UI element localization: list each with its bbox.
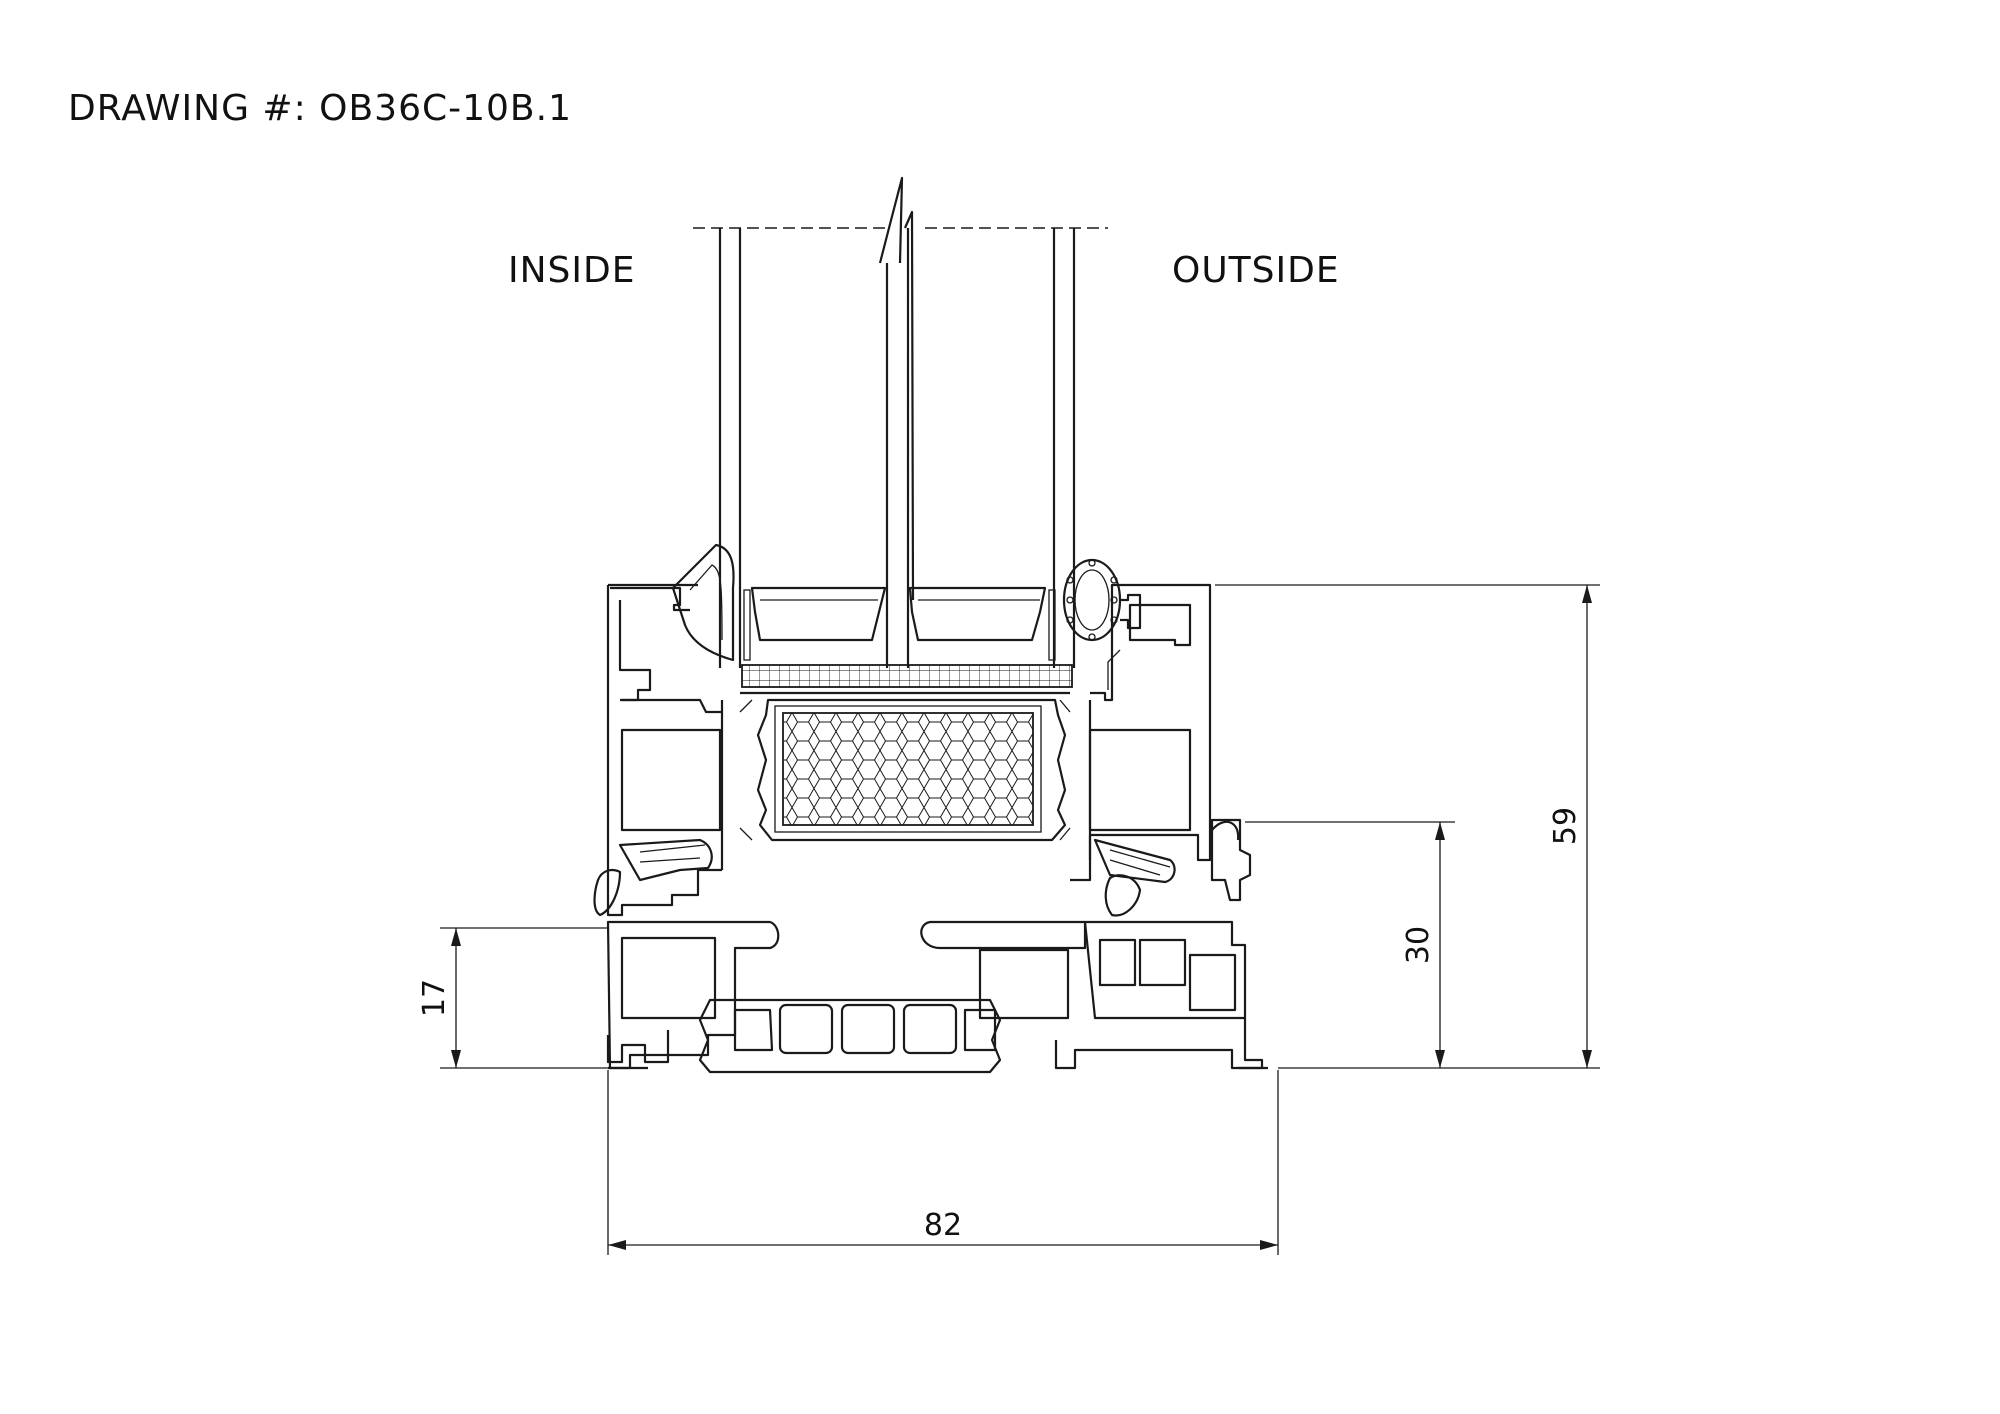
dimension-height-30: 30	[1401, 926, 1436, 964]
inside-label: INSIDE	[508, 250, 636, 291]
frame-thermal-break	[698, 998, 1002, 1074]
dimension-lines	[440, 584, 1600, 1255]
sash-profile	[606, 583, 1212, 917]
outside-label: OUTSIDE	[1172, 250, 1340, 291]
spacer-bars	[743, 586, 1056, 661]
dimension-width-82: 82	[924, 1208, 962, 1243]
dimension-height-59: 59	[1548, 807, 1583, 845]
inside-glazing-bead	[610, 543, 735, 702]
dimension-height-17: 17	[417, 979, 452, 1017]
outside-weather-seal	[1210, 818, 1252, 902]
frame-profile	[606, 920, 1268, 1070]
drawing-number: DRAWING #: OB36C-10B.1	[68, 88, 572, 129]
outside-glazing-gasket	[1062, 558, 1142, 642]
setting-block	[741, 664, 1073, 688]
sash-seals	[593, 838, 1176, 917]
thermal-insulation-core	[739, 698, 1071, 842]
glazing-unit	[693, 176, 1108, 668]
